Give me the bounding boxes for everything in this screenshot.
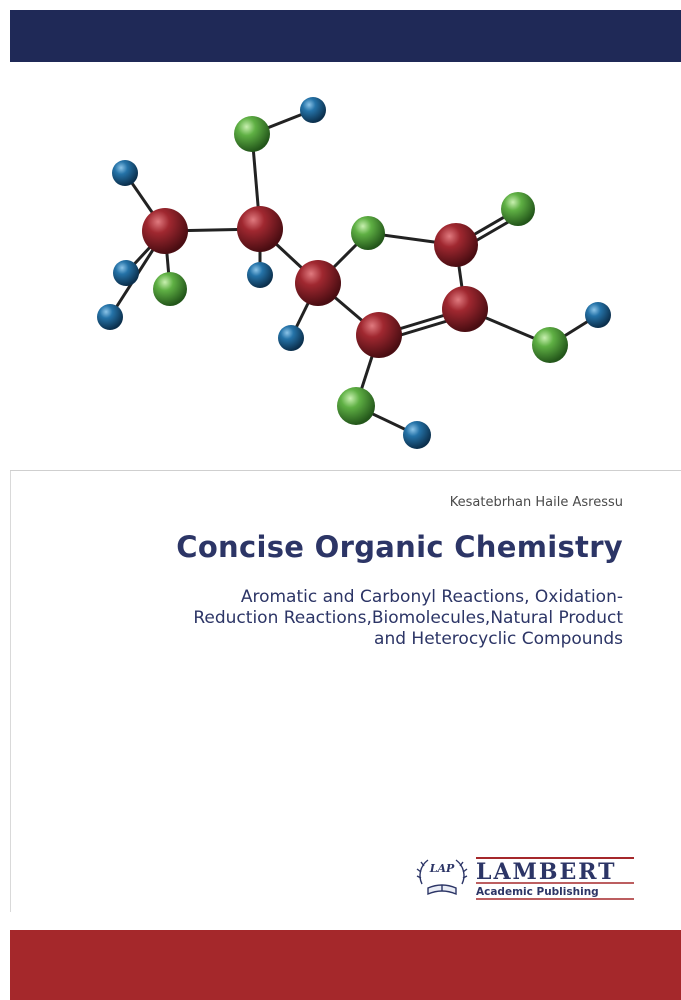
subtitle-line: Reduction Reactions,Biomolecules,Natural… — [193, 608, 623, 628]
oxygen-atom — [234, 116, 270, 152]
oxygen-atom — [532, 327, 568, 363]
hydrogen-atom — [113, 260, 139, 286]
publisher-logo: LAP LAMBERT Academic Publishing — [412, 848, 638, 904]
author-name: Kesatebrhan Haile Asressu — [449, 495, 623, 510]
carbon-atom — [356, 312, 402, 358]
hydrogen-atom — [300, 97, 326, 123]
hydrogen-atom — [97, 304, 123, 330]
bonds — [108, 108, 599, 437]
carbon-atom — [442, 286, 488, 332]
subtitle-line: Aromatic and Carbonyl Reactions, Oxidati… — [240, 587, 623, 607]
oxygen-atom — [351, 216, 385, 250]
hydrogen-atom — [403, 421, 431, 449]
hydrogen-atom — [585, 302, 611, 328]
laurel-emblem-icon — [416, 859, 468, 896]
carbon-atom — [295, 260, 341, 306]
oxygen-atom — [153, 272, 187, 306]
cover-edge — [10, 62, 11, 912]
logo-monogram: LAP — [429, 862, 455, 875]
lap-logo-graphic: LAP LAMBERT Academic Publishing — [416, 857, 634, 900]
book-subtitle: Aromatic and Carbonyl Reactions, Oxidati… — [103, 587, 623, 650]
molecule-illustration — [10, 62, 681, 471]
bottom-color-band — [10, 930, 681, 1000]
publisher-name: LAMBERT — [476, 859, 617, 885]
hydrogen-atom — [247, 262, 273, 288]
oxygen-atom — [501, 192, 535, 226]
carbon-atom — [237, 206, 283, 252]
carbon-atom — [142, 208, 188, 254]
top-color-band — [10, 10, 681, 62]
hydrogen-atom — [278, 325, 304, 351]
oxygen-atom — [337, 387, 375, 425]
molecule-model-graphic — [97, 97, 611, 449]
publisher-tagline: Academic Publishing — [476, 886, 599, 898]
book-title: Concise Organic Chemistry — [176, 530, 623, 564]
subtitle-line: and Heterocyclic Compounds — [374, 629, 623, 649]
hydrogen-atom — [112, 160, 138, 186]
atoms — [97, 97, 611, 449]
carbon-atom — [434, 223, 478, 267]
